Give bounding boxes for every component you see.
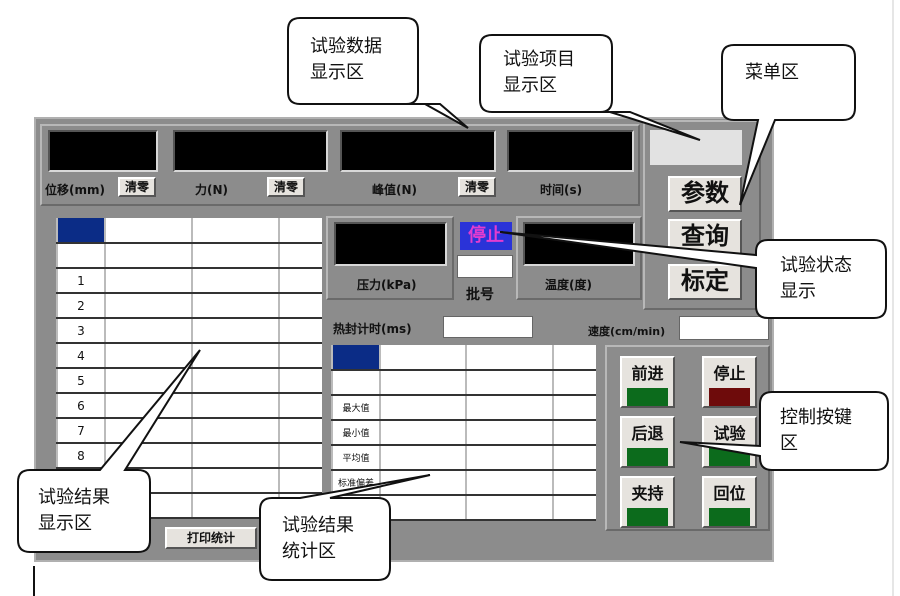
callout-item-area: 试验项目 显示区 — [503, 49, 575, 96]
return-lamp — [709, 508, 750, 526]
zero-displacement-button[interactable]: 清零 — [118, 177, 156, 197]
callout-control-area-shape — [679, 391, 889, 471]
seal-time-input[interactable] — [443, 316, 533, 338]
callout-control-area: 控制按键 区 — [780, 407, 852, 454]
speed-input[interactable] — [679, 316, 769, 340]
callout-result-area: 试验结果 显示区 — [38, 487, 110, 534]
menu-calibrate-button[interactable]: 标定 — [668, 264, 742, 300]
callout-menu-area-shape — [721, 44, 856, 206]
test-item-display — [650, 130, 742, 165]
table-row: 6 — [56, 393, 322, 419]
speed-label: 速度(cm/min) — [588, 325, 666, 338]
backward-label: 后退 — [631, 424, 664, 443]
forward-button[interactable]: 前进 — [620, 356, 675, 408]
clamp-button[interactable]: 夹持 — [620, 476, 675, 528]
forward-label: 前进 — [631, 364, 664, 383]
batch-label: 批号 — [466, 287, 494, 303]
table-row: 5 — [56, 368, 322, 394]
seal-time-label: 热封计时(ms) — [333, 322, 412, 336]
table-row: 3 — [56, 318, 322, 344]
force-label: 力(N) — [195, 183, 229, 197]
displacement-display — [48, 130, 158, 172]
pressure-display — [334, 222, 447, 266]
clamp-label: 夹持 — [631, 484, 664, 503]
displacement-label: 位移(mm) — [45, 183, 105, 197]
table-row: 最小值 — [331, 420, 596, 446]
callout-data-area: 试验数据 显示区 — [310, 36, 382, 83]
stop-lamp — [709, 388, 750, 406]
time-label: 时间(s) — [540, 183, 583, 197]
zero-force-button[interactable]: 清零 — [267, 177, 305, 197]
batch-input[interactable] — [457, 255, 513, 278]
stop-button[interactable]: 停止 — [702, 356, 757, 408]
table-row: 4 — [56, 343, 322, 369]
print-stats-button[interactable]: 打印统计 — [165, 527, 257, 549]
menu-group — [643, 120, 761, 310]
temperature-label: 温度(度) — [545, 278, 592, 292]
callout-item-area-shape — [479, 34, 701, 141]
stop-label: 停止 — [713, 364, 746, 383]
return-button[interactable]: 回位 — [702, 476, 757, 528]
callout-stats-area: 试验结果 统计区 — [282, 515, 354, 562]
zero-peak-button[interactable]: 清零 — [458, 177, 496, 197]
menu-params-button[interactable]: 参数 — [668, 176, 742, 212]
peak-label: 峰值(N) — [372, 183, 418, 197]
time-display — [507, 130, 634, 172]
temperature-group — [516, 216, 642, 300]
clamp-lamp — [627, 508, 668, 526]
table-row: 2 — [56, 293, 322, 319]
stats-table: 最大值 最小值 平均值 标准偏差 — [331, 345, 596, 521]
callout-result-area-shape — [17, 349, 201, 553]
pressure-group — [326, 216, 454, 300]
table-row: 最大值 — [331, 395, 596, 421]
callout-data-area-shape — [287, 17, 469, 129]
force-display — [173, 130, 328, 172]
callout-status-area-shape — [499, 231, 887, 319]
return-label: 回位 — [713, 484, 746, 503]
callout-menu-area: 菜单区 — [745, 62, 799, 83]
table-row: 1 — [56, 268, 322, 294]
data-display-group — [40, 124, 640, 206]
callout-status-area: 试验状态 显示 — [780, 255, 852, 302]
peak-display — [340, 130, 496, 172]
test-label: 试验 — [713, 424, 746, 443]
table-row: 7 — [56, 418, 322, 444]
backward-lamp — [627, 448, 668, 466]
test-status-indicator: 停止 — [460, 222, 512, 250]
callout-stats-area-shape — [259, 474, 431, 581]
table-row: 平均值 — [331, 445, 596, 471]
forward-lamp — [627, 388, 668, 406]
pressure-label: 压力(kPa) — [357, 278, 417, 292]
backward-button[interactable]: 后退 — [620, 416, 675, 468]
